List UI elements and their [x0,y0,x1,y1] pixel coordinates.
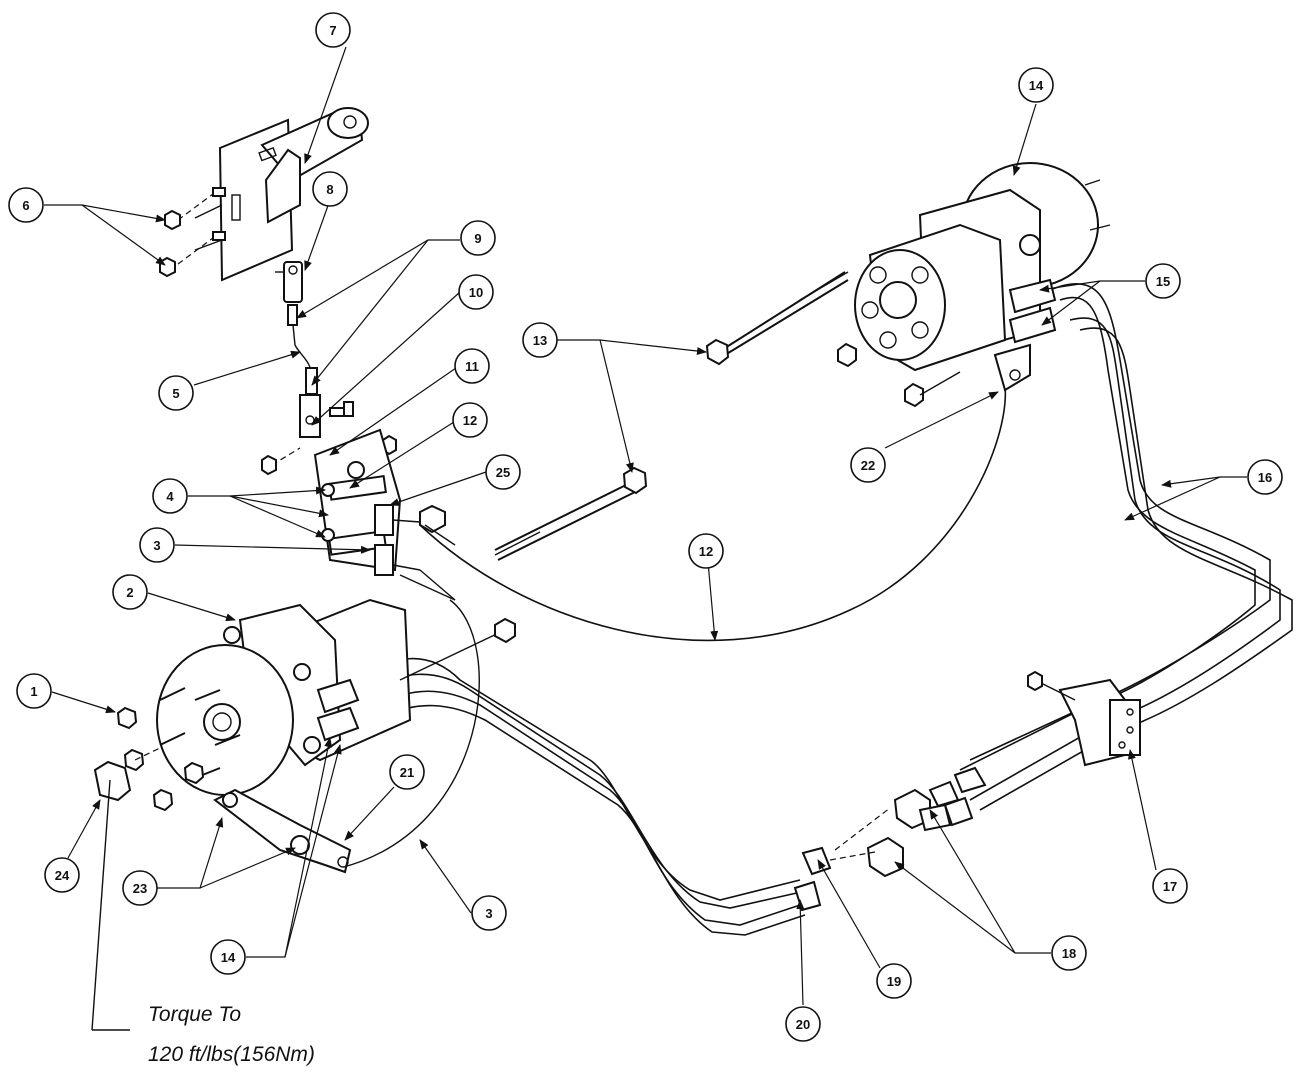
callout-5: 5 [158,375,194,411]
callout-3-label: 3 [485,906,492,921]
mounting-nuts [159,187,226,278]
callout-14-upper: 14 [1018,67,1054,103]
callout-12-label: 12 [463,413,477,428]
studs-and-nuts [91,687,241,1031]
callout-2: 2 [112,574,148,610]
callout-23-label: 23 [133,881,147,896]
callout-19-label: 19 [887,974,901,989]
callout-8: 8 [312,171,348,207]
cable-bracket [313,428,456,601]
pump-bracket [213,788,352,874]
torque-note-line1: Torque To [148,1003,242,1026]
leader-lines [44,46,1247,1006]
callout-17: 17 [1152,868,1188,904]
hydraulic-lines [349,283,1293,936]
cable-linkage [261,261,397,476]
callout-11-label: 11 [465,359,479,374]
callout-21-label: 21 [400,765,414,780]
callout-24-label: 24 [55,868,70,883]
callout-1: 1 [16,673,52,709]
callout-14-label: 14 [221,950,236,965]
callout-20: 20 [785,1006,821,1042]
callout-9-label: 9 [474,231,481,246]
callout-9: 9 [460,220,496,256]
callout-16-label: 16 [1258,470,1272,485]
long-bolt-upper [705,271,849,366]
callout-7: 7 [315,12,351,48]
callout-22-label: 22 [861,458,875,473]
callout-21: 21 [389,754,425,790]
callout-3-upper: 3 [139,527,175,563]
steering-cable [339,384,1007,869]
callout-12-lower: 12 [688,533,724,569]
callout-3-lower: 3 [471,895,507,931]
callout-23: 23 [122,870,158,906]
callout-10-label: 10 [469,285,483,300]
callout-5-label: 5 [172,386,179,401]
fittings [793,670,1141,912]
helm-pump [156,598,516,796]
callout-18: 18 [1051,935,1087,971]
callout-6: 6 [8,187,44,223]
callout-13-label: 13 [533,333,547,348]
long-bolt-lower [494,466,648,561]
callout-20-label: 20 [796,1017,810,1032]
callout-1-label: 1 [30,684,37,699]
control-head [194,107,369,282]
callout-8-label: 8 [326,182,333,197]
callout-14-label: 14 [1029,78,1044,93]
torque-note-line2: 120 ft/lbs(156Nm) [148,1043,315,1066]
callout-17-label: 17 [1163,879,1177,894]
callout-15-label: 15 [1156,274,1170,289]
callout-19: 19 [876,963,912,999]
callout-3-label: 3 [153,538,160,553]
callout-24: 24 [44,857,80,893]
callout-7-label: 7 [329,23,336,38]
callout-16: 16 [1247,459,1283,495]
callout-4-label: 4 [166,489,174,504]
callout-14-lower: 14 [210,939,246,975]
callout-25-label: 25 [496,465,510,480]
callout-12-upper: 12 [452,402,488,438]
callout-12-label: 12 [699,544,713,559]
callout-11: 11 [454,348,490,384]
callout-10: 10 [458,274,494,310]
callout-15: 15 [1145,263,1181,299]
callout-25: 25 [485,454,521,490]
callout-6-label: 6 [22,198,29,213]
callout-4: 4 [152,478,188,514]
callout-22: 22 [850,447,886,483]
callout-13: 13 [522,322,558,358]
callout-2-label: 2 [126,585,133,600]
callout-18-label: 18 [1062,946,1076,961]
